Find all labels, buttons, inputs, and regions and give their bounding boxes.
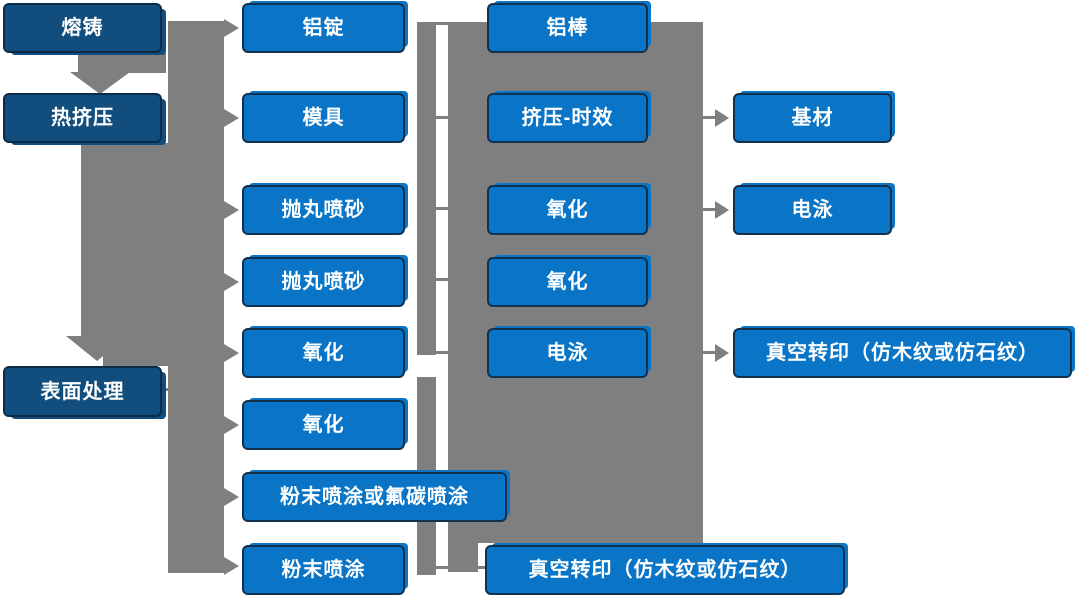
arrowhead-shot-blasting-2 [224,273,239,291]
arrowhead-mold [224,109,239,127]
casting-down-arrowhead [70,72,130,94]
link-line-aluminum-rod [436,22,449,25]
node-surface-treatment: 表面处理 [3,366,162,417]
node-base-material: 基材 [733,93,892,143]
node-mold: 模具 [242,93,405,143]
arrowhead-vacuum-transfer [715,344,729,362]
extrusion-down-arrowhead [66,336,128,361]
arrow-line-electrophoresis [703,208,715,211]
link-line-extrusion-aging [436,116,449,119]
arrowhead-powder-coating [224,557,239,575]
node-oxidation-col3-1: 氧化 [487,185,648,235]
node-oxidation-col2-2: 氧化 [242,400,405,450]
node-vacuum-transfer-bottom: 真空转印（仿木纹或仿石纹） [485,545,845,595]
arrowhead-base-material [715,109,729,127]
arrowhead-electrophoresis [715,201,729,219]
arrow-line-vacuum-transfer [703,351,715,354]
link-line-oxidation-row3 [436,207,449,210]
node-shot-blasting-2: 抛丸喷砂 [242,257,405,307]
arrow-line-base-material [703,116,715,119]
link-line-oxidation-row4 [436,278,449,281]
surface-treatment-link-line [160,388,182,391]
node-powder-or-fluorocarbon: 粉末喷涂或氟碳喷涂 [242,472,507,522]
node-oxidation-col2-1: 氧化 [242,328,405,378]
arrowhead-shot-blasting-1 [224,201,239,219]
node-vacuum-transfer-right: 真空转印（仿木纹或仿石纹） [733,328,1072,378]
arrowhead-oxidation-2 [224,416,239,434]
node-aluminum-ingot: 铝锭 [242,3,405,53]
link-line-electrophoresis [436,351,449,354]
node-powder-coating: 粉末喷涂 [242,545,405,595]
extrusion-down-shaft [81,143,177,336]
node-oxidation-col3-2: 氧化 [487,257,648,307]
node-electrophoresis-col3: 电泳 [487,328,648,378]
casting-down-shaft [78,53,166,73]
arrowhead-powder-fluorocarbon [224,488,239,506]
node-extrusion-aging: 挤压-时效 [487,93,648,143]
node-melting-casting: 熔铸 [3,3,162,53]
col1-col2-trunk [168,21,224,573]
arrowhead-oxidation-1 [224,344,239,362]
col2-col3-bar-upper [417,22,436,355]
node-electrophoresis-col4: 电泳 [733,185,892,235]
node-hot-extrusion: 热挤压 [3,93,162,143]
panel-bottom-stub [448,543,478,572]
node-aluminum-rod: 铝棒 [487,3,648,53]
arrowhead-aluminum-ingot [224,19,239,37]
node-shot-blasting-1: 抛丸喷砂 [242,185,405,235]
